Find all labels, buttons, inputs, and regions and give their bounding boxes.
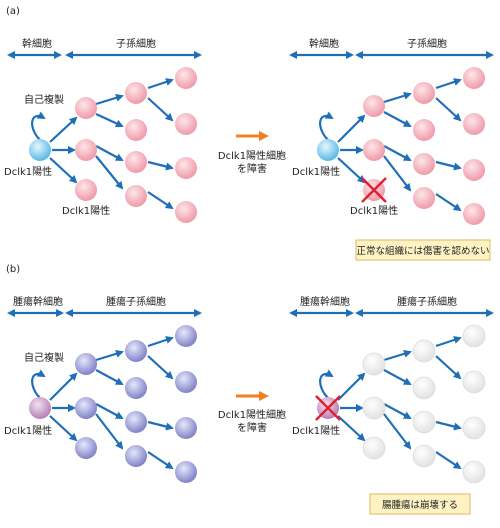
progeny-cell — [463, 67, 485, 89]
stem-cell — [29, 139, 51, 161]
progeny-cell — [413, 153, 435, 175]
tumor-progeny-cell — [175, 417, 197, 439]
panel-a-middle-line2: を障害 — [237, 162, 267, 175]
tumor-progeny-cell — [75, 353, 97, 375]
tumor-progeny-cell — [125, 340, 147, 362]
collapsed-cell — [362, 352, 386, 376]
collapsed-cell — [362, 396, 386, 420]
panel-a-dclk1-progeny-left: Dclk1陽性 — [62, 204, 110, 217]
cross-mark-icon — [315, 395, 341, 421]
progeny-cell — [463, 159, 485, 181]
progeny-cell — [413, 119, 435, 141]
collapsed-cell — [412, 410, 436, 434]
panel-b-note: 腸腫瘍は崩壊する — [382, 499, 458, 511]
panel-a-middle-line1: Dclk1陽性細胞 — [218, 149, 286, 162]
tumor-progeny-cell — [125, 411, 147, 433]
panel-b-stem-label-left: 腫瘍幹細胞 — [13, 295, 63, 308]
tumor-progeny-cell — [75, 397, 97, 419]
tumor-progeny-cell — [75, 437, 97, 459]
collapsed-cell — [462, 370, 486, 394]
stem-cell — [317, 139, 339, 161]
panel-a-dclk1-progeny-right: Dclk1陽性 — [350, 204, 398, 217]
progeny-cell — [175, 113, 197, 135]
progeny-cell — [75, 97, 97, 119]
panel-a-note: 正常な組織には傷害を認めない — [356, 245, 489, 257]
progeny-cell — [363, 139, 385, 161]
panel-b-dclk1-stem-right: Dclk1陽性 — [292, 424, 340, 437]
collapsed-cell — [462, 324, 486, 348]
collapsed-cell — [412, 339, 436, 363]
progeny-cell — [463, 203, 485, 225]
panel-a-progeny-label-left: 子孫細胞 — [116, 37, 156, 50]
panel-a-label: (a) — [6, 6, 20, 17]
collapsed-cell — [412, 376, 436, 400]
panel-b-progeny-label-right: 腫瘍子孫細胞 — [397, 295, 457, 308]
panel-a-self-renewal-left: 自己複製 — [24, 93, 64, 106]
progeny-cell — [175, 157, 197, 179]
panel-b-self-renewal-left: 自己複製 — [24, 351, 64, 364]
progeny-cell — [75, 179, 97, 201]
tumor-stem-cell — [29, 397, 51, 419]
panel-a-note-box — [355, 239, 491, 261]
collapsed-cell — [362, 436, 386, 460]
tumor-progeny-cell — [175, 325, 197, 347]
panel-a-stem-label-right: 幹細胞 — [309, 37, 339, 50]
panel-b-left-tree: 自己複製 Dclk1陽性 — [4, 325, 197, 483]
collapsed-cell — [462, 460, 486, 484]
progeny-cell — [125, 119, 147, 141]
tumor-progeny-cell — [175, 461, 197, 483]
progeny-cell — [363, 95, 385, 117]
panel-b-middle-line2: を障害 — [237, 421, 267, 434]
progeny-cell — [125, 82, 147, 104]
panel-a-dclk1-stem-left: Dclk1陽性 — [4, 165, 52, 178]
panel-b-middle-line1: Dclk1陽性細胞 — [218, 408, 286, 421]
panel-b-stem-label-right: 腫瘍幹細胞 — [300, 295, 350, 308]
collapsed-cell — [412, 444, 436, 468]
progeny-cell — [413, 187, 435, 209]
progeny-cell — [413, 82, 435, 104]
panel-a-stem-label-left: 幹細胞 — [22, 37, 52, 50]
progeny-cell — [175, 201, 197, 223]
progeny-cell — [175, 67, 197, 89]
cross-mark-icon — [361, 177, 387, 203]
progeny-cell — [463, 113, 485, 135]
panel-a-progeny-label-right: 子孫細胞 — [407, 37, 447, 50]
panel-b-right-tree: Dclk1陽性 — [292, 324, 486, 484]
collapsed-cell — [462, 416, 486, 440]
tumor-progeny-cell — [175, 371, 197, 393]
progeny-cell — [125, 151, 147, 173]
tumor-progeny-cell — [125, 377, 147, 399]
tumor-progeny-cell — [125, 445, 147, 467]
panel-a-right-tree: Dclk1陽性 Dclk1陽性 — [292, 67, 485, 225]
panel-a-left-tree: 自己複製 Dclk1陽性 Dclk1陽性 — [4, 67, 197, 223]
panel-b-progeny-label-left: 腫瘍子孫細胞 — [106, 295, 166, 308]
progeny-cell — [75, 139, 97, 161]
panel-b-note-box — [369, 493, 471, 515]
progeny-cell — [125, 185, 147, 207]
panel-b-label: (b) — [6, 264, 20, 275]
panel-b-dclk1-stem-left: Dclk1陽性 — [4, 424, 52, 437]
panel-a-dclk1-stem-right: Dclk1陽性 — [292, 165, 340, 178]
